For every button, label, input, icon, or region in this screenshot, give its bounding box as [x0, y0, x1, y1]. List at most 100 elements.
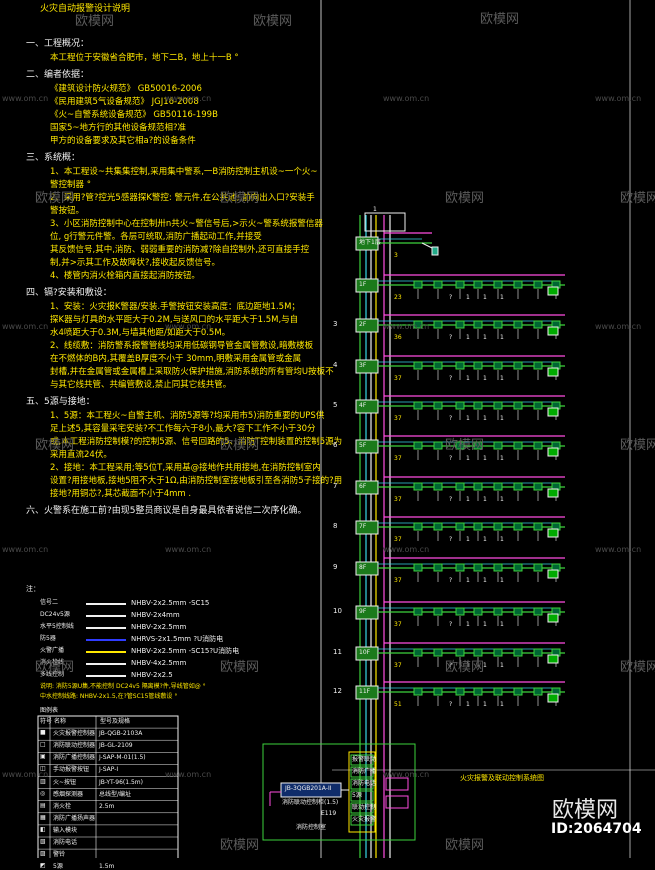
device-symbol — [413, 361, 423, 370]
device-label: 1 — [466, 294, 470, 301]
device-label: 1 — [466, 455, 470, 462]
floor-number: 9 — [333, 563, 338, 571]
section-line: 本工程位于安徽省合肥市，地下二B，地上十一B ° — [50, 53, 239, 63]
device-label: 1 — [500, 536, 504, 543]
riser-top-module — [364, 212, 406, 232]
device-label: 1 — [500, 577, 504, 584]
device-symbol — [473, 522, 483, 531]
device-label: 1 — [500, 662, 504, 669]
device-label: ? — [449, 375, 453, 382]
device-label: ? — [449, 455, 453, 462]
legend-label: 火警广播 — [40, 647, 65, 654]
watermark-url: www.om.cn — [383, 545, 430, 554]
device-symbol — [473, 401, 483, 410]
device-symbol — [533, 563, 543, 572]
device-symbol — [413, 607, 423, 616]
device-symbol — [473, 607, 483, 616]
table-name-cell: 输入模块 — [53, 826, 78, 834]
section-line: 或,本工程消防控制模?的控制5源、信号回路的5、消防T控制装置的控制5源为 — [50, 437, 343, 447]
floor-tag: 5F — [359, 442, 367, 449]
device-symbol — [413, 522, 423, 531]
table-name-cell: 警铃 — [53, 851, 66, 859]
table-header-cell: 符号 — [40, 718, 53, 725]
section-line: 1、本工程设~共集集控制,采用集中警系,一B消防控制主机设~一个火~ — [50, 167, 318, 177]
device-label: 1 — [483, 455, 487, 462]
legend-label: DC24v5源 — [40, 611, 70, 618]
device-symbol — [533, 522, 543, 531]
floor-tag: 1F — [359, 281, 367, 288]
device-label: 1 — [500, 294, 504, 301]
device-count: 37 — [394, 662, 402, 669]
device-symbol — [455, 607, 465, 616]
watermark-text: 欧模网 — [35, 191, 75, 206]
device-symbol — [493, 563, 503, 572]
table-model-cell: J-SAP-M-01(1.5) — [99, 754, 146, 762]
panel-label: 火灾报警 — [352, 816, 377, 823]
device-label: 1 — [500, 375, 504, 382]
device-symbol — [533, 361, 543, 370]
floor-tag: 6F — [359, 483, 367, 490]
device-symbol — [433, 687, 443, 696]
table-header-cell: 型号及规格 — [100, 718, 131, 725]
device-symbol — [493, 687, 503, 696]
panel-label: 5源 — [352, 792, 362, 799]
panel-label: 报警联动 — [352, 756, 377, 763]
floor-number: 10 — [333, 607, 342, 615]
watermark-url: www.om.cn — [165, 770, 212, 779]
watermark-text: 欧模网 — [220, 838, 260, 853]
device-count: 37 — [394, 621, 402, 628]
device-symbol — [493, 607, 503, 616]
watermark-url: www.om.cn — [383, 322, 430, 331]
device-label: 1 — [483, 662, 487, 669]
device-label: 1 — [483, 294, 487, 301]
table-symbol-cell: ◩ — [40, 862, 46, 870]
watermark-text: 欧模网 — [620, 438, 655, 453]
table-model-cell: 1.5m — [99, 863, 115, 870]
watermark-url: www.om.cn — [2, 94, 49, 103]
section-heading: 一、工程概况： — [26, 39, 90, 49]
device-symbol — [413, 441, 423, 450]
panel-slot — [350, 778, 374, 790]
device-label: 1 — [500, 496, 504, 503]
watermark-url: www.om.cn — [595, 322, 642, 331]
table-symbol-cell: ▨ — [40, 850, 46, 858]
device-label: ? — [449, 577, 453, 584]
fire-label: E119 — [321, 810, 337, 817]
device-label: 1 — [483, 334, 487, 341]
legend-spec: NHBV-2x2.5 — [131, 671, 173, 679]
end-device — [547, 286, 559, 296]
table-name-cell: 消火栓 — [53, 802, 72, 810]
section-heading: 二、编者依据： — [26, 70, 90, 80]
table-name-cell: 消防联动控制器 — [53, 742, 96, 750]
device-label: 1 — [466, 536, 470, 543]
device-label: ? — [449, 621, 453, 628]
device-symbol — [433, 648, 443, 657]
end-device — [547, 654, 559, 664]
watermark-url: www.om.cn — [595, 545, 642, 554]
floor-tag: 11F — [359, 688, 371, 695]
table-symbol-cell: ◧ — [40, 825, 46, 833]
end-device — [547, 367, 559, 377]
riser-top-number: 1 — [373, 206, 377, 213]
broadcast-unit — [385, 777, 409, 791]
device-symbol — [533, 687, 543, 696]
table-name-cell: 感烟探测器 — [53, 790, 84, 798]
device-label: ? — [449, 496, 453, 503]
device-symbol — [473, 563, 483, 572]
device-symbol — [533, 482, 543, 491]
floor-tag: 2F — [359, 321, 367, 328]
legend-label: 水平5控制线 — [40, 623, 74, 630]
device-label: ? — [449, 662, 453, 669]
table-header-cell: 名称 — [54, 718, 67, 725]
legend-spec: NHBV-2x2.5mm — [131, 623, 187, 631]
floor-tag: 7F — [359, 523, 367, 530]
device-symbol — [533, 401, 543, 410]
device-symbol — [473, 280, 483, 289]
watermark-text: 欧模网 — [35, 660, 75, 675]
section-line: 水4喷距大于0.3M,与墙其他距/如距大于0.5M。 — [50, 328, 231, 338]
legend-label: 信号二 — [40, 599, 59, 606]
section-line: 采用直流24伏。 — [50, 450, 112, 460]
device-symbol — [455, 687, 465, 696]
control-panel — [348, 751, 376, 833]
